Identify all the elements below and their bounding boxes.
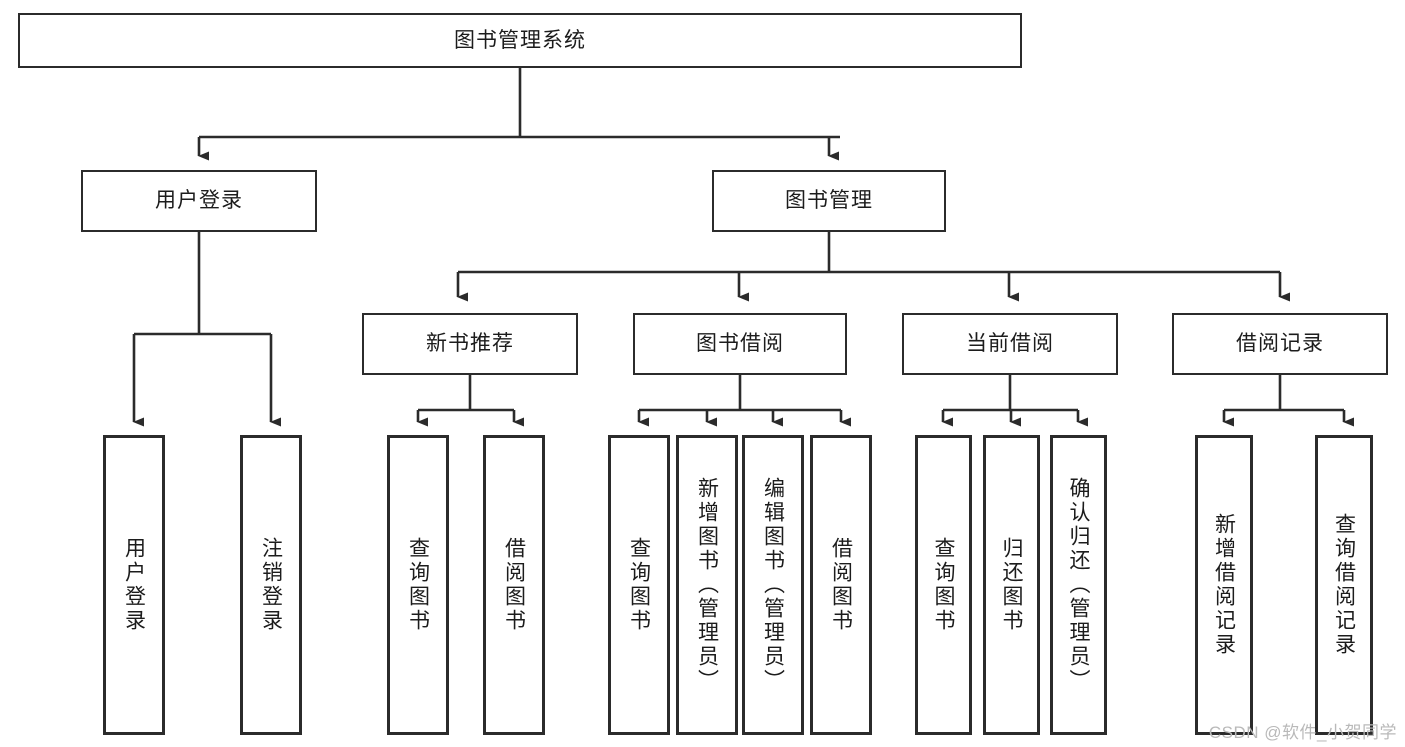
node-borrow-record-label: 借阅记录 [1236,332,1324,356]
node-leaf-query-borrow-record[interactable]: 查询借阅记录 [1315,435,1373,735]
node-current-borrow[interactable]: 当前借阅 [902,313,1118,375]
node-book-management[interactable]: 图书管理 [712,170,946,232]
node-user-login-label: 用户登录 [155,189,243,213]
node-leaf-add-borrow-record[interactable]: 新增借阅记录 [1195,435,1253,735]
node-leaf-borrow-book-1-label: 借阅图书 [502,537,526,633]
node-leaf-logout-login-label: 注销登录 [259,537,283,633]
node-leaf-edit-book-admin[interactable]: 编辑图书（管理员） [742,435,804,735]
node-leaf-borrow-book-1[interactable]: 借阅图书 [483,435,545,735]
node-leaf-user-login[interactable]: 用户登录 [103,435,165,735]
watermark: CSDN @软件_小贺同学 [1208,723,1397,742]
node-current-borrow-label: 当前借阅 [966,332,1054,356]
node-user-login[interactable]: 用户登录 [81,170,317,232]
node-leaf-query-book-3-label: 查询图书 [932,537,956,633]
node-new-book-recommend[interactable]: 新书推荐 [362,313,578,375]
node-leaf-query-book-2[interactable]: 查询图书 [608,435,670,735]
node-leaf-confirm-return-admin[interactable]: 确认归还（管理员） [1050,435,1107,735]
node-leaf-borrow-book-2[interactable]: 借阅图书 [810,435,872,735]
node-leaf-borrow-book-2-label: 借阅图书 [829,537,853,633]
node-new-book-recommend-label: 新书推荐 [426,332,514,356]
node-leaf-add-book-admin[interactable]: 新增图书（管理员） [676,435,738,735]
node-leaf-query-borrow-record-label: 查询借阅记录 [1332,513,1356,657]
node-leaf-query-book-2-label: 查询图书 [627,537,651,633]
node-leaf-confirm-return-admin-label: 确认归还（管理员） [1067,477,1091,693]
node-leaf-edit-book-admin-label: 编辑图书（管理员） [761,477,785,693]
node-leaf-query-book-1[interactable]: 查询图书 [387,435,449,735]
node-leaf-user-login-label: 用户登录 [122,537,146,633]
node-leaf-query-book-3[interactable]: 查询图书 [915,435,972,735]
node-leaf-return-book-label: 归还图书 [1000,537,1024,633]
node-root-label: 图书管理系统 [454,28,586,52]
node-book-management-label: 图书管理 [785,189,873,213]
node-leaf-add-borrow-record-label: 新增借阅记录 [1212,513,1236,657]
node-leaf-logout-login[interactable]: 注销登录 [240,435,302,735]
node-leaf-add-book-admin-label: 新增图书（管理员） [695,477,719,693]
node-book-borrow-label: 图书借阅 [696,332,784,356]
node-book-borrow[interactable]: 图书借阅 [633,313,847,375]
node-leaf-query-book-1-label: 查询图书 [406,537,430,633]
node-root[interactable]: 图书管理系统 [18,13,1022,68]
node-leaf-return-book[interactable]: 归还图书 [983,435,1040,735]
node-borrow-record[interactable]: 借阅记录 [1172,313,1388,375]
